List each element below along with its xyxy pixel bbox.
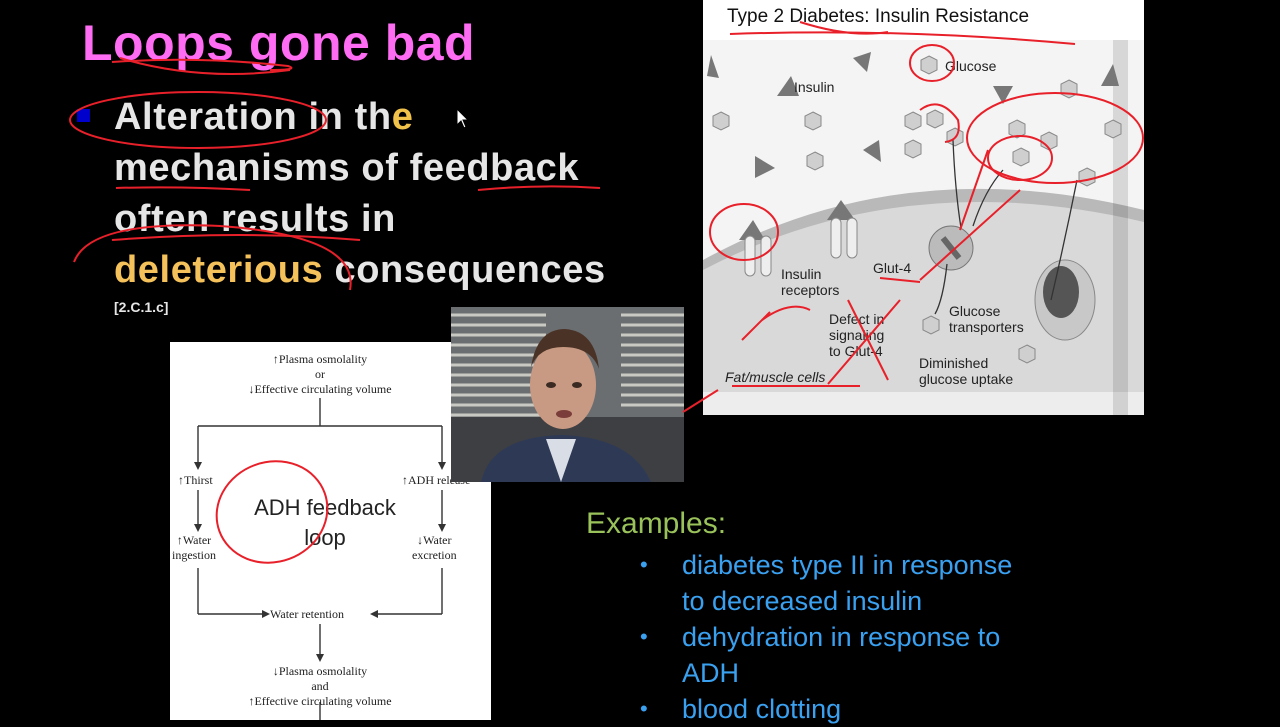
bullet-dot-icon: • <box>640 624 648 649</box>
adh-figure: ↑Plasma osmolality or ↓Effective circula… <box>170 342 491 720</box>
water-ingestion-text: ↑Water ingestion <box>172 533 216 562</box>
diminished-uptake-label: Diminished glucose uptake <box>919 355 1014 387</box>
bullet-line-3: often results in <box>114 198 396 240</box>
presenter-image <box>451 307 684 482</box>
cell-illustration <box>703 40 1144 415</box>
bullet-line-2: mechanisms of feedback <box>114 147 580 189</box>
insulin-receptors-label: Insulin receptors <box>781 266 840 298</box>
water-retention-text: Water retention <box>270 607 344 621</box>
bullet-square-icon <box>77 109 90 122</box>
example-item-1-line1: diabetes type II in response <box>682 550 1013 580</box>
bullet-text-1: Alteration in the <box>114 96 414 138</box>
highlight-word: deleterious <box>114 249 324 291</box>
diabetes-figure-title: Type 2 Diabetes: Insulin Resistance <box>727 6 1030 27</box>
bullet-dot-icon: • <box>640 696 648 721</box>
adh-top-text: ↑Plasma osmolality or ↓Effective circula… <box>248 352 392 396</box>
example-item-1-line2: to decreased insulin <box>682 586 923 616</box>
bullet-dot-icon: • <box>640 552 648 577</box>
adh-feedback-loop-label: ADH feedback loop <box>254 495 396 550</box>
bullet-line-1: Alteration in the <box>114 96 413 139</box>
mouse-cursor-icon <box>456 108 470 129</box>
glut4-label: Glut-4 <box>873 260 912 276</box>
webcam-video <box>451 307 684 482</box>
bullet-text-4b: consequences <box>323 249 606 291</box>
diabetes-figure: Type 2 Diabetes: Insulin Resistance Insu… <box>703 0 1144 415</box>
bullet-line-4: deleterious consequences <box>114 249 606 292</box>
glucose-transporters-label: Glucose transporters <box>949 303 1024 335</box>
reference-code: [2.C.1.c] <box>114 299 169 315</box>
adh-flowchart-lines <box>194 398 446 720</box>
example-item-2-line2: ADH <box>682 658 740 688</box>
insulin-label: Insulin <box>794 79 835 95</box>
defect-label: Defect in signaling to Glut-4 <box>829 311 885 359</box>
example-item-2-line1: dehydration in response to <box>682 622 1001 652</box>
water-excretion-text: ↓Water excretion <box>412 533 457 562</box>
adh-bottom-text: ↓Plasma osmolality and ↑Effective circul… <box>248 664 392 708</box>
highlight-letter: e <box>391 96 414 138</box>
example-item-3-line1: blood clotting <box>682 694 842 724</box>
fat-muscle-label: Fat/muscle cells <box>725 369 826 385</box>
thirst-text: ↑Thirst <box>178 473 213 487</box>
glucose-label: Glucose <box>945 58 997 74</box>
slide-title: Loops gone bad <box>82 15 476 71</box>
examples-heading: Examples: <box>586 507 727 540</box>
